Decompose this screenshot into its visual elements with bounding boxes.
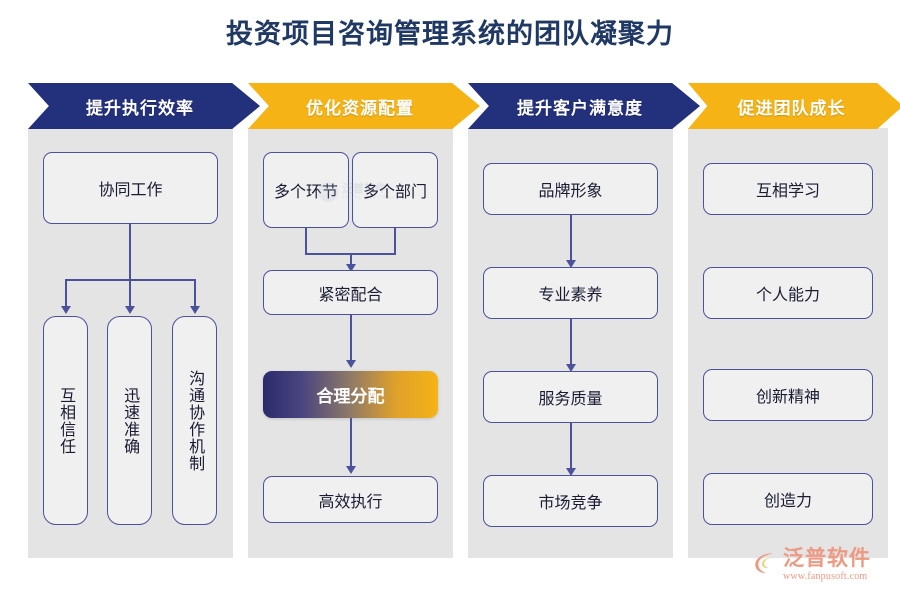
node-label: 专业素养: [538, 287, 603, 304]
connector-drop-c1-b: [129, 279, 131, 307]
node-label: 迅速准确: [121, 386, 139, 455]
node-label: 互相信任: [57, 386, 75, 455]
arrowhead-c2-2to3: [346, 360, 356, 368]
node-brand-image[interactable]: 品牌形象: [483, 163, 658, 215]
connector-c2-3to4: [350, 418, 352, 467]
node-close-cooperation[interactable]: 紧密配合: [263, 270, 438, 315]
banner-label: 提升客户满意度: [517, 98, 643, 118]
node-mutual-trust[interactable]: 互相信任: [43, 316, 88, 525]
node-multiple-departments[interactable]: 多个部门: [352, 152, 438, 228]
node-label: 合理分配: [316, 387, 385, 406]
node-label: 紧密配合: [318, 286, 383, 304]
node-innovative-spirit[interactable]: 创新精神: [703, 369, 873, 421]
arrowhead-c3-3to4: [566, 468, 576, 476]
connector-c2-2to3: [350, 315, 352, 361]
arrowhead-c3-1to2: [566, 260, 576, 268]
banner-promote-team-growth[interactable]: 促进团队成长: [688, 83, 900, 129]
connector-c3-1to2: [570, 215, 572, 261]
node-label: 品牌形象: [538, 183, 603, 200]
arrowhead-c1-b: [125, 306, 135, 314]
node-label: 创新精神: [755, 389, 820, 406]
banner-label: 优化资源配置: [306, 98, 414, 118]
node-label: 沟通协作机制: [186, 369, 204, 472]
connector-drop-c1-a: [65, 279, 67, 307]
node-label: 创造力: [763, 493, 812, 510]
node-multiple-steps[interactable]: 多个环节: [263, 152, 349, 228]
fanpu-swirl-icon: [755, 553, 774, 573]
connector-c3-3to4: [570, 423, 572, 469]
node-efficient-execution[interactable]: 高效执行: [263, 476, 438, 523]
banner-label: 提升执行效率: [86, 98, 194, 118]
node-market-competition[interactable]: 市场竞争: [483, 475, 658, 527]
arrowhead-c3-2to3: [566, 364, 576, 372]
arrowhead-c1-c: [190, 306, 200, 314]
node-label: 多个部门: [362, 184, 427, 201]
node-reasonable-allocation[interactable]: 合理分配: [263, 371, 438, 418]
node-mutual-learning[interactable]: 互相学习: [703, 163, 873, 215]
node-swift-and-accurate[interactable]: 迅速准确: [107, 316, 152, 525]
banner-label: 促进团队成长: [737, 98, 846, 118]
banner-improve-execution-efficiency[interactable]: 提升执行效率: [28, 83, 260, 129]
node-collaborative-work[interactable]: 协同工作: [43, 152, 218, 224]
arrowhead-c1-a: [61, 306, 71, 314]
node-creativity[interactable]: 创造力: [703, 473, 873, 525]
logo-url: www.fanpusoft.com: [783, 571, 868, 582]
node-professional-competence[interactable]: 专业素养: [483, 267, 658, 319]
node-label: 个人能力: [755, 287, 820, 304]
node-label: 互相学习: [755, 183, 820, 200]
connector-merge-left-c2: [305, 228, 307, 254]
banner-optimize-resource-allocation[interactable]: 优化资源配置: [248, 83, 480, 129]
banner-improve-customer-satisfaction[interactable]: 提升客户满意度: [468, 83, 700, 129]
node-label: 高效执行: [318, 493, 383, 511]
node-label: 市场竞争: [538, 495, 603, 512]
logo-name: 泛普软件: [783, 546, 871, 570]
connector-merge-right-c2: [394, 228, 396, 254]
connector-drop-c1-c: [194, 279, 196, 307]
connector-merge-down-c2: [350, 253, 352, 266]
node-communication-collaboration-mechanism[interactable]: 沟通协作机制: [172, 316, 217, 525]
node-label: 协同工作: [98, 182, 163, 199]
connector-stem-c1: [129, 224, 131, 280]
arrowhead-c2-merge: [346, 264, 356, 272]
node-label: 多个环节: [273, 184, 338, 201]
brand-logo: 泛普软件 www.fanpusoft.com: [752, 548, 871, 582]
node-personal-ability[interactable]: 个人能力: [703, 267, 873, 319]
node-label: 服务质量: [538, 391, 603, 408]
connector-c3-2to3: [570, 319, 572, 365]
page-title: 投资项目咨询管理系统的团队凝聚力: [226, 19, 674, 49]
node-service-quality[interactable]: 服务质量: [483, 371, 658, 423]
arrowhead-c2-3to4: [346, 466, 356, 474]
